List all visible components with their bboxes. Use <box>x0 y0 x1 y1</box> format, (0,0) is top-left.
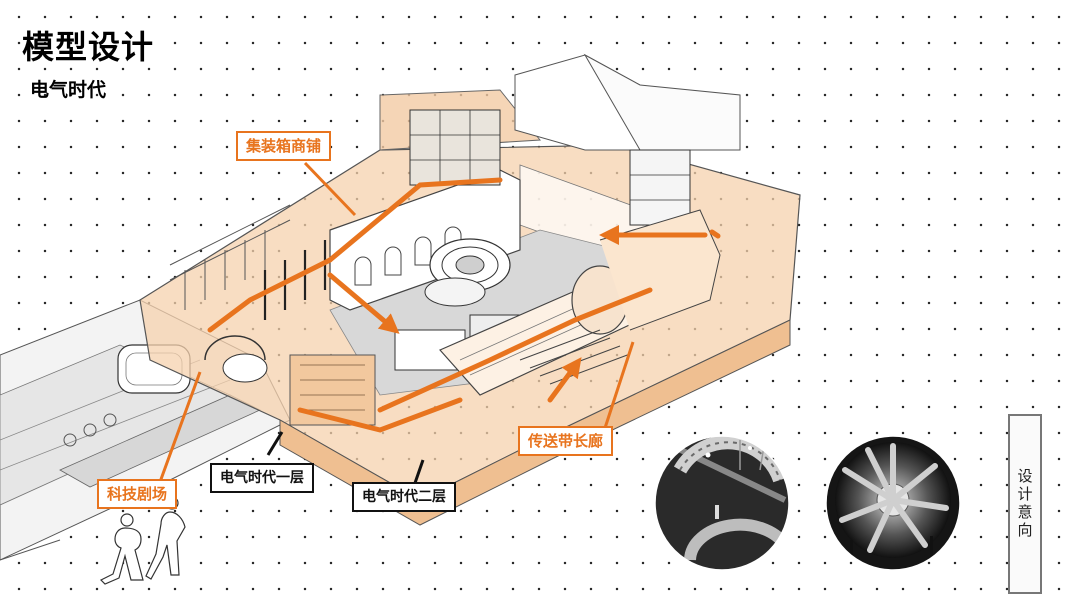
page-subtitle: 电气时代 <box>30 79 107 101</box>
label-container-shops: 集装箱商铺 <box>236 131 332 161</box>
page-title: 模型设计 <box>22 28 155 66</box>
intent-photo-turbine <box>825 435 961 571</box>
intent-photo-ring-gear <box>654 435 790 571</box>
leader-lines <box>158 161 635 484</box>
label-floor-1: 电气时代一层 <box>210 463 314 493</box>
label-tech-theater: 科技剧场 <box>97 479 178 509</box>
design-intent-label: 设计意向 <box>1008 414 1042 594</box>
label-floor-2: 电气时代二层 <box>352 482 456 512</box>
label-conveyor-corridor: 传送带长廊 <box>518 426 614 456</box>
people-silhouettes <box>99 496 186 585</box>
circulation-route <box>207 177 721 433</box>
